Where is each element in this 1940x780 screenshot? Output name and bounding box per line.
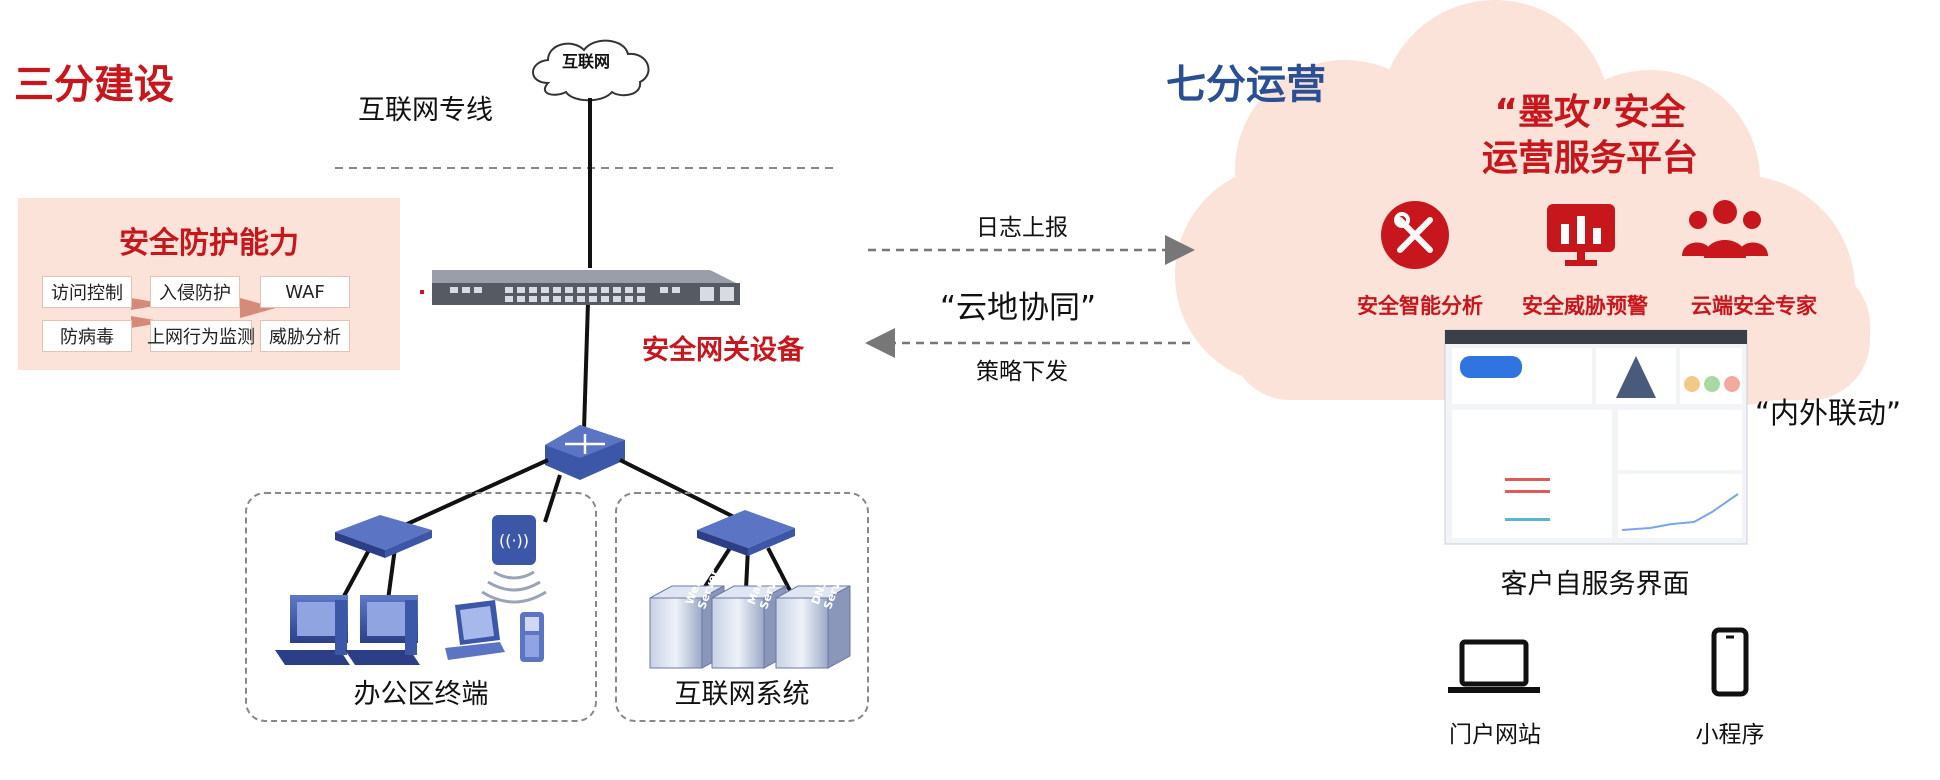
self-service-label: 客户自服务界面: [1500, 569, 1690, 600]
core-switch-icon: [545, 425, 625, 480]
pc-icon: [275, 595, 350, 665]
office-zone: [245, 492, 597, 722]
policy-down-label: 策略下发: [976, 359, 1068, 385]
portal-label: 门户网站: [1449, 722, 1541, 748]
operations-title: 七分运营: [1166, 62, 1326, 108]
feature-label: 安全威胁预警: [1522, 294, 1648, 318]
internet-zone-label: 互联网系统: [674, 679, 810, 710]
internet-switch-icon: [697, 510, 795, 556]
tools-icon: [1381, 201, 1449, 269]
log-report-label: 日志上报: [976, 215, 1068, 241]
capability-item: 威胁分析: [260, 320, 350, 352]
feature-label: 安全智能分析: [1357, 294, 1483, 318]
capability-item: 入侵防护: [150, 276, 240, 308]
platform-title-line1: “墨攻”安全: [1494, 92, 1686, 133]
capability-title: 安全防护能力: [119, 226, 299, 261]
team-icon: [1682, 200, 1768, 258]
internet-cloud-label: 互联网: [561, 52, 610, 71]
feature-label: 云端安全专家: [1691, 294, 1817, 318]
svg-text:((·)): ((·)): [499, 531, 529, 550]
cloud-ground-collab-label: “云地协同”: [940, 290, 1097, 326]
dns-server-icon: [775, 585, 851, 669]
capability-connectors: [131, 298, 276, 328]
dedicated-line-label: 互联网专线: [358, 95, 493, 126]
capability-item: WAF: [260, 276, 350, 308]
platform-title-line2: 运营服务平台: [1481, 138, 1698, 179]
capability-item: 访问控制: [42, 276, 132, 308]
inner-outer-linkage-label: “内外联动”: [1755, 396, 1902, 430]
alert-chart-icon: [1547, 204, 1615, 266]
downlink-line: [582, 301, 590, 431]
laptop-device-icon: [445, 600, 505, 660]
gateway-label: 安全网关设备: [642, 335, 804, 366]
capability-item: 上网行为监测: [147, 320, 255, 352]
office-zone-label: 办公区终端: [353, 679, 489, 710]
phone-device-icon: [520, 612, 544, 662]
platform-title: “墨攻”安全 运营服务平台: [1410, 90, 1770, 182]
self-service-dashboard: [1444, 329, 1748, 545]
internet-system-zone: [615, 492, 869, 722]
gateway-device-icon: [420, 270, 740, 305]
capability-item: 防病毒: [42, 320, 132, 352]
construction-title: 三分建设: [14, 62, 174, 108]
wireless-ap-icon: ((·)): [481, 515, 547, 604]
office-switch-icon: [335, 515, 432, 558]
internet-cloud-icon: [532, 39, 650, 102]
pc-icon: [345, 595, 420, 665]
mini-program-label: 小程序: [1695, 722, 1765, 748]
laptop-icon: [1448, 639, 1540, 693]
mobile-phone-icon: [1711, 627, 1749, 697]
